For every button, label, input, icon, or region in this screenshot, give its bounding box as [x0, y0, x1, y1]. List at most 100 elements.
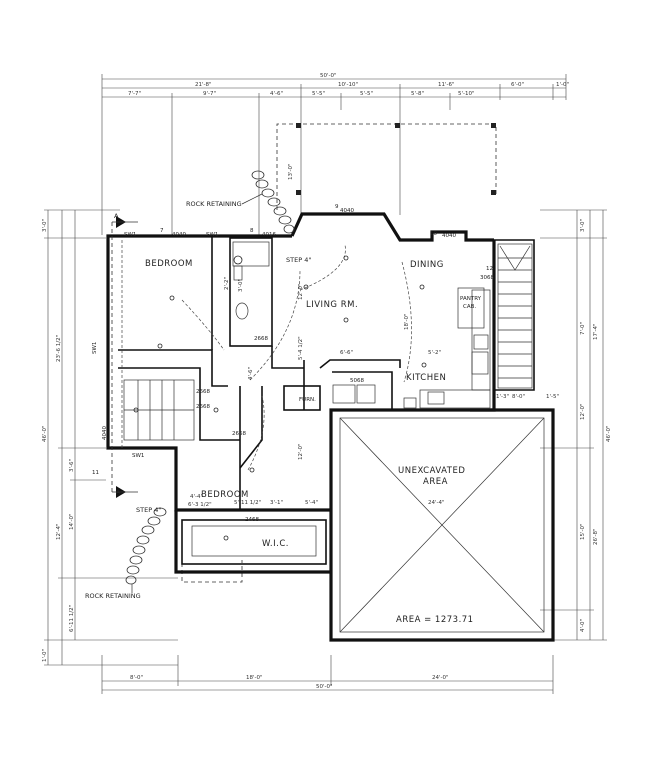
room-unexcavated-2: AREA: [423, 477, 448, 487]
tag-num-12: 12: [486, 266, 493, 272]
tag-num-10: 10: [430, 231, 437, 237]
pantry-label-2: CAB.: [463, 304, 476, 310]
dim-right-d: 17'-4": [593, 323, 599, 340]
pantry-label-1: PANTRY: [460, 296, 482, 302]
bottom-dimensions: 8'-0" 18'-0" 24'-0" 50'-0": [101, 655, 554, 694]
dim-right-c: 15'-0": [580, 523, 586, 540]
section-a-bottom: A: [116, 488, 121, 496]
dim-int-11: 1'-5": [546, 394, 559, 400]
tag-sw1-a: SW1: [124, 232, 136, 238]
dim-int-14: 18'-0": [404, 313, 410, 330]
tag-4016: 4016: [262, 232, 276, 238]
dim-left-e: 12'-4": [56, 523, 62, 540]
room-bedroom-upper: BEDROOM: [145, 259, 193, 269]
dim-left-a: 3'-0": [42, 219, 48, 232]
dim-top-3a: 7'-7": [128, 91, 141, 97]
dim-int-13: 2'-2": [224, 277, 230, 290]
section-a-top: A: [114, 212, 119, 220]
dim-int-1: 4'-4": [190, 494, 203, 500]
area-callout: AREA = 1273.71: [396, 615, 474, 625]
dim-right-g: 4'-0": [580, 619, 586, 632]
rock-retaining: [125, 170, 295, 585]
stairs: [123, 243, 533, 441]
dim-left-b: 23'-6 1/2": [56, 335, 62, 362]
tag-num-9: 9: [335, 204, 339, 210]
room-kitchen: KITCHEN: [406, 373, 446, 383]
dim-left-g: 1'-0": [42, 649, 48, 662]
dim-left-d: 14'-0": [69, 513, 75, 530]
section-cut: [111, 216, 138, 498]
dim-top-2e: 1'-0": [556, 82, 569, 88]
dim-top-3e: 5'-5": [360, 91, 373, 97]
room-wic: W.I.C.: [262, 539, 289, 549]
tag-4040-b: 4040: [340, 208, 354, 214]
dim-right-a: 3'-0": [580, 219, 586, 232]
dim-top-3f: 5'-8": [411, 91, 424, 97]
dim-int-16: 4'-6": [248, 367, 254, 380]
tag-num-11: 11: [92, 470, 99, 476]
left-dimensions: 3'-0" 23'-6 1/2" 3'-6" 14'-0" 12'-4" 6'-…: [42, 209, 178, 666]
note-rock-top: ROCK RETAINING: [186, 200, 242, 208]
dim-top-3c: 4'-6": [270, 91, 283, 97]
dim-top-3g: 5'-10": [458, 91, 475, 97]
tag-5068: 5068: [350, 378, 364, 384]
tag-sw1-d: SW1: [132, 453, 144, 459]
room-dining: DINING: [410, 260, 444, 270]
dim-right-b: 7'-0": [580, 322, 586, 335]
tag-2668-b: 2668: [196, 404, 210, 410]
dim-int-10: 8'-0": [512, 394, 525, 400]
dim-top-2a: 21'-8": [195, 82, 212, 88]
dim-bottom-a: 8'-0": [130, 675, 143, 681]
dim-int-18: 5'-4 1/2": [298, 336, 304, 360]
exterior-walls: [106, 212, 555, 642]
unexcavated-area: [339, 417, 545, 633]
top-dimensions: 50'-0" 21'-8" 10'-10" 11'-6" 6'-0" 1'-0"…: [101, 73, 569, 235]
tag-num-7: 7: [160, 228, 164, 234]
room-unexcavated-1: UNEXCAVATED: [398, 466, 465, 476]
dim-int-7: 6'-6": [340, 350, 353, 356]
dim-int-2: 6'-3 1/2": [188, 502, 212, 508]
room-living: LIVING RM.: [306, 300, 358, 310]
tag-num-8: 8: [250, 228, 254, 234]
dim-right-h: 46'-0": [606, 425, 612, 442]
deck-outline: [181, 123, 497, 583]
dim-int-17: 12'-0": [298, 283, 304, 300]
dim-left-h: 46'-0": [42, 425, 48, 442]
dim-int-3: 5'-11 1/2": [234, 500, 261, 506]
tag-sw1-c: SW1: [92, 342, 98, 354]
dim-top-overall: 50'-0": [320, 73, 337, 79]
tag-2668-a: 2668: [196, 389, 210, 395]
dim-left-c: 3'-6": [69, 459, 75, 472]
dim-int-19: 13'-0": [288, 163, 294, 180]
tag-sw1-b: SW1: [206, 232, 218, 238]
dim-int-15: 3'-0": [238, 279, 244, 292]
tag-3068: 3068: [480, 275, 494, 281]
door-swings: [121, 240, 412, 471]
dim-top-3d: 5'-5": [312, 91, 325, 97]
dim-int-5: 5'-4": [305, 500, 318, 506]
light-fixtures: [133, 255, 427, 541]
note-step-top: STEP 4": [286, 256, 311, 264]
dim-left-f: 6'-11 1/2": [69, 605, 75, 632]
dim-int-9: 1'-3": [496, 394, 509, 400]
room-bedroom-lower: BEDROOM: [201, 490, 249, 500]
tag-2468: 2468: [245, 517, 259, 523]
interior-walls: [118, 236, 491, 565]
dim-right-e: 12'-0": [580, 403, 586, 420]
dim-bottom-overall: 50'-0": [316, 684, 333, 690]
dim-bottom-b: 18'-0": [246, 675, 263, 681]
tag-4040-c: 4040: [442, 233, 456, 239]
dim-bottom-c: 24'-0": [432, 675, 449, 681]
tag-2668-d: 2668: [254, 336, 268, 342]
dim-top-2d: 6'-0": [511, 82, 524, 88]
dim-right-f: 26'-8": [593, 528, 599, 545]
tag-4040-d: 4040: [102, 426, 108, 440]
tag-2668-c: 2668: [232, 431, 246, 437]
right-dimensions: 3'-0" 7'-0" 15'-0" 17'-4" 12'-0" 26'-8" …: [540, 209, 612, 641]
dim-int-8: 5'-2": [428, 350, 441, 356]
dim-int-6: 24'-4": [428, 500, 445, 506]
dim-top-3b: 9'-7": [203, 91, 216, 97]
dim-top-2b: 10'-10": [338, 82, 358, 88]
tag-4040-a: 4040: [172, 232, 186, 238]
